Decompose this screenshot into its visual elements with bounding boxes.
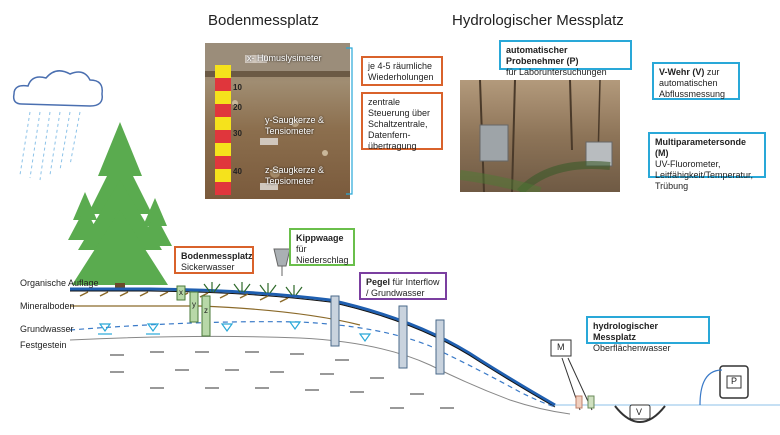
soil-site-box-text: Sickerwasser	[181, 262, 235, 272]
layer-bedrock-label: Festgestein	[20, 340, 67, 350]
probe-box: Multiparametersonde (M) UV-Fluorometer, …	[648, 132, 766, 191]
tipping-bucket-title: Kippwaage	[296, 233, 344, 243]
water-level-icons	[98, 321, 372, 343]
gauge-title: Pegel	[366, 277, 391, 287]
probe-title: Multiparametersonde (M)	[655, 137, 747, 158]
hydro-site-box-text: Oberflächenwasser	[593, 343, 671, 353]
hydro-site-box-title: hydrologischer Messplatz	[593, 321, 659, 342]
marker-y: y	[192, 300, 196, 309]
ruler-tick-30: 30	[233, 129, 242, 138]
soil-site-box-title: Bodenmessplatz	[181, 251, 253, 261]
tree-left-icon	[68, 192, 102, 240]
ruler-tick-40: 40	[233, 167, 242, 176]
tree-large-icon	[72, 122, 168, 289]
weir-title: V-Wehr (V)	[659, 67, 705, 77]
hydro-site-photo	[460, 80, 620, 192]
layer-organic-label: Organische Auflage	[20, 278, 99, 288]
hydro-site-box: hydrologischer Messplatz Oberflächenwass…	[586, 316, 710, 353]
central-control-box: zentrale Steuerung über Schaltzentrale, …	[361, 92, 443, 151]
probe-m-box-icon	[550, 339, 572, 357]
soil-texture	[205, 43, 350, 190]
lysimeter-x-icon	[176, 285, 186, 301]
probe-text: UV-Fluorometer, Leitfähigkeit/Temperatur…	[655, 159, 754, 191]
tipping-bucket-box: Kippwaage für Niederschlag	[289, 228, 355, 266]
v-weir-icon	[614, 404, 666, 423]
weir-box: V-Wehr (V) zur automatischen Abflussmess…	[652, 62, 740, 100]
label-suction-cup-y: y-Saugkerze & Tensiometer	[265, 115, 325, 136]
marker-x: x	[179, 288, 183, 297]
tipping-bucket-icon	[273, 248, 291, 276]
soil-site-box: Bodenmessplatz Sickerwasser	[174, 246, 254, 274]
grass-icons	[203, 282, 303, 296]
repetitions-box: je 4-5 räumliche Wiederholungen	[361, 56, 443, 86]
gauge-text: für Interflow / Grundwasser	[366, 277, 440, 298]
marker-p: P	[731, 376, 738, 386]
hydro-site-heading: Hydrologischer Messplatz	[452, 12, 624, 29]
layer-mineral-label: Mineralboden	[20, 301, 75, 311]
marker-v: V	[636, 407, 643, 417]
label-humuslysimeter: x- Humuslysimeter	[247, 53, 322, 63]
gauge-box: Pegel für Interflow / Grundwasser	[359, 272, 447, 300]
bracket-line	[346, 47, 353, 195]
organic-layer-hatching	[79, 291, 289, 303]
suction-cup-z-icon	[201, 295, 211, 337]
sampler-p-icon	[699, 365, 749, 406]
layer-groundwater-label: Grundwasser	[20, 324, 74, 334]
tree-right-icon	[138, 198, 172, 246]
ruler-tick-10: 10	[233, 83, 242, 92]
sampler-text: für Laboruntersuchungen	[506, 67, 607, 77]
soil-site-heading: Bodenmessplatz	[208, 12, 319, 29]
rain-icon	[19, 111, 81, 181]
cloud-icon	[12, 70, 103, 107]
gauge-pipe-icon	[330, 295, 445, 375]
marker-m: M	[557, 342, 565, 352]
label-suction-cup-z: z-Saugkerze & Tensiometer	[265, 165, 325, 186]
measuring-ruler	[215, 65, 231, 195]
hydro-photo-scene	[460, 80, 613, 192]
sampler-box: automatischer Probenehmer (P) für Laboru…	[499, 40, 632, 77]
ruler-tick-20: 20	[233, 103, 242, 112]
soil-profile-photo: 10 20 30 40 x- Humuslysimeter y-Saugkerz…	[205, 43, 350, 199]
marker-z: z	[204, 306, 208, 315]
bedrock-hatching	[110, 351, 454, 409]
weir-text: zur automatischen Abflussmessung	[659, 67, 726, 99]
sampler-title: automatischer Probenehmer (P)	[506, 45, 579, 66]
probe-cable-icon	[561, 357, 595, 411]
tipping-bucket-text: für Niederschlag	[296, 244, 349, 265]
suction-cup-y-icon	[189, 291, 199, 323]
